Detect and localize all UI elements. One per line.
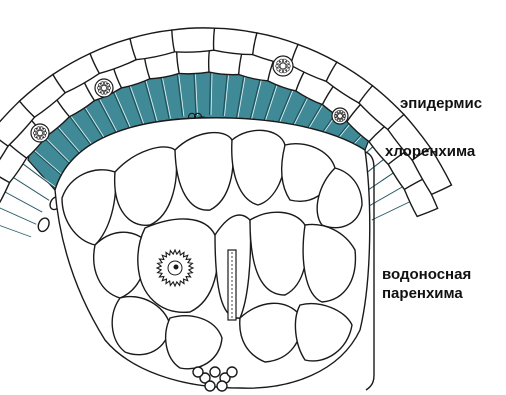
palisade-highlight bbox=[0, 207, 38, 225]
bundle-cell bbox=[210, 367, 220, 377]
label-epidermis: эпидермис bbox=[400, 95, 482, 112]
palisade-highlight bbox=[0, 222, 33, 237]
label-chlorenchyma: хлоренхима bbox=[385, 143, 475, 160]
label-water-parenchyma-1: водоносная bbox=[382, 266, 471, 283]
nucleus bbox=[157, 250, 193, 286]
epidermis-cell bbox=[177, 50, 210, 74]
palisade-wall bbox=[13, 177, 49, 200]
palisade-highlight bbox=[6, 192, 44, 212]
vascular-strand bbox=[228, 250, 236, 320]
palisade-wall bbox=[4, 192, 42, 212]
palisade-wall bbox=[366, 187, 403, 208]
bundle-cell bbox=[193, 367, 203, 377]
epidermis-cell bbox=[214, 28, 257, 54]
bundle-cell bbox=[205, 381, 215, 391]
nucleolus-core bbox=[174, 265, 179, 270]
inner-cell bbox=[36, 216, 51, 233]
palisade-highlight bbox=[373, 201, 412, 220]
epidermis-cell bbox=[172, 28, 215, 52]
palisade-wall bbox=[372, 201, 411, 220]
bundle-cell bbox=[217, 381, 227, 391]
palisade-highlight bbox=[367, 187, 404, 208]
bundle-cell bbox=[227, 367, 237, 377]
label-water-parenchyma-2: паренхима bbox=[382, 285, 463, 302]
